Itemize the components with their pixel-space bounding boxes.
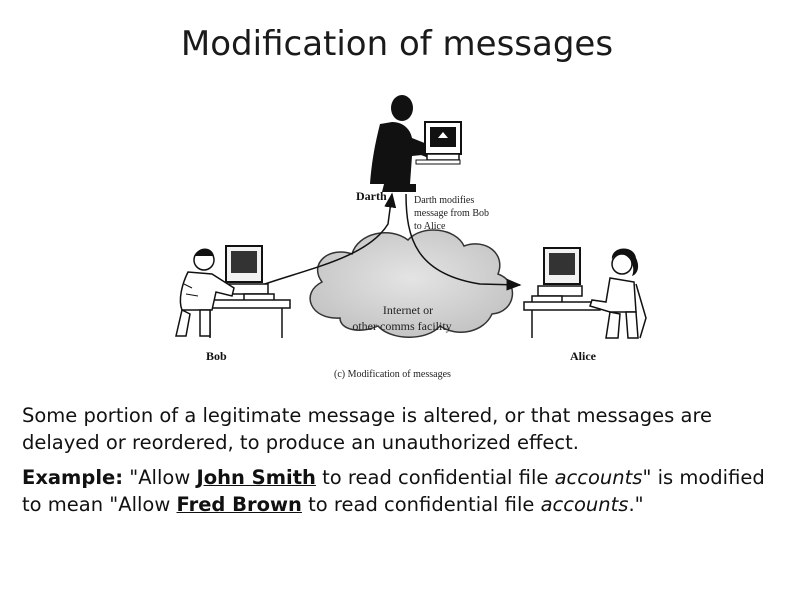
bob-figure [175,245,291,338]
cloud-label-line2: other comms facility [352,319,451,333]
arrow-darth-to-alice [405,193,522,291]
example-paragraph: Example: "Allow John Smith to read confi… [22,464,782,518]
example-text-part4: to read confidential file [301,493,541,516]
annotation-line3: to Alice [414,221,446,232]
example-name-original: John Smith [196,466,316,489]
annotation-line2: message from Bob [414,208,489,219]
example-file-original: accounts [554,466,643,489]
darth-figure [370,95,462,192]
example-label: Example: [22,466,124,489]
internet-cloud: Internet or other comms facility [309,229,514,338]
slide-title: Modification of messages [180,24,614,64]
alice-figure [523,247,647,339]
alice-label: Alice [570,349,597,363]
example-file-modified: accounts [540,493,629,516]
arrow-bob-to-darth [247,192,397,291]
body-text: Some portion of a legitimate message is … [22,402,782,526]
example-name-modified: Fred Brown [176,493,302,516]
example-text-part3: " is modified to mean "Allow [22,466,765,516]
figure-caption: (c) Modification of messages [334,369,451,380]
attack-diagram: Internet or other comms facility [140,88,660,388]
example-text-part5: ." [628,493,644,516]
bob-label: Bob [206,349,227,363]
cloud-label-line1: Internet or [383,303,433,317]
example-text-part1: "Allow [123,466,197,489]
annotation-line1: Darth modifies [414,195,474,206]
example-text-part2: to read confidential file [315,466,555,489]
description-paragraph: Some portion of a legitimate message is … [22,404,713,454]
darth-label: Darth [356,189,387,203]
